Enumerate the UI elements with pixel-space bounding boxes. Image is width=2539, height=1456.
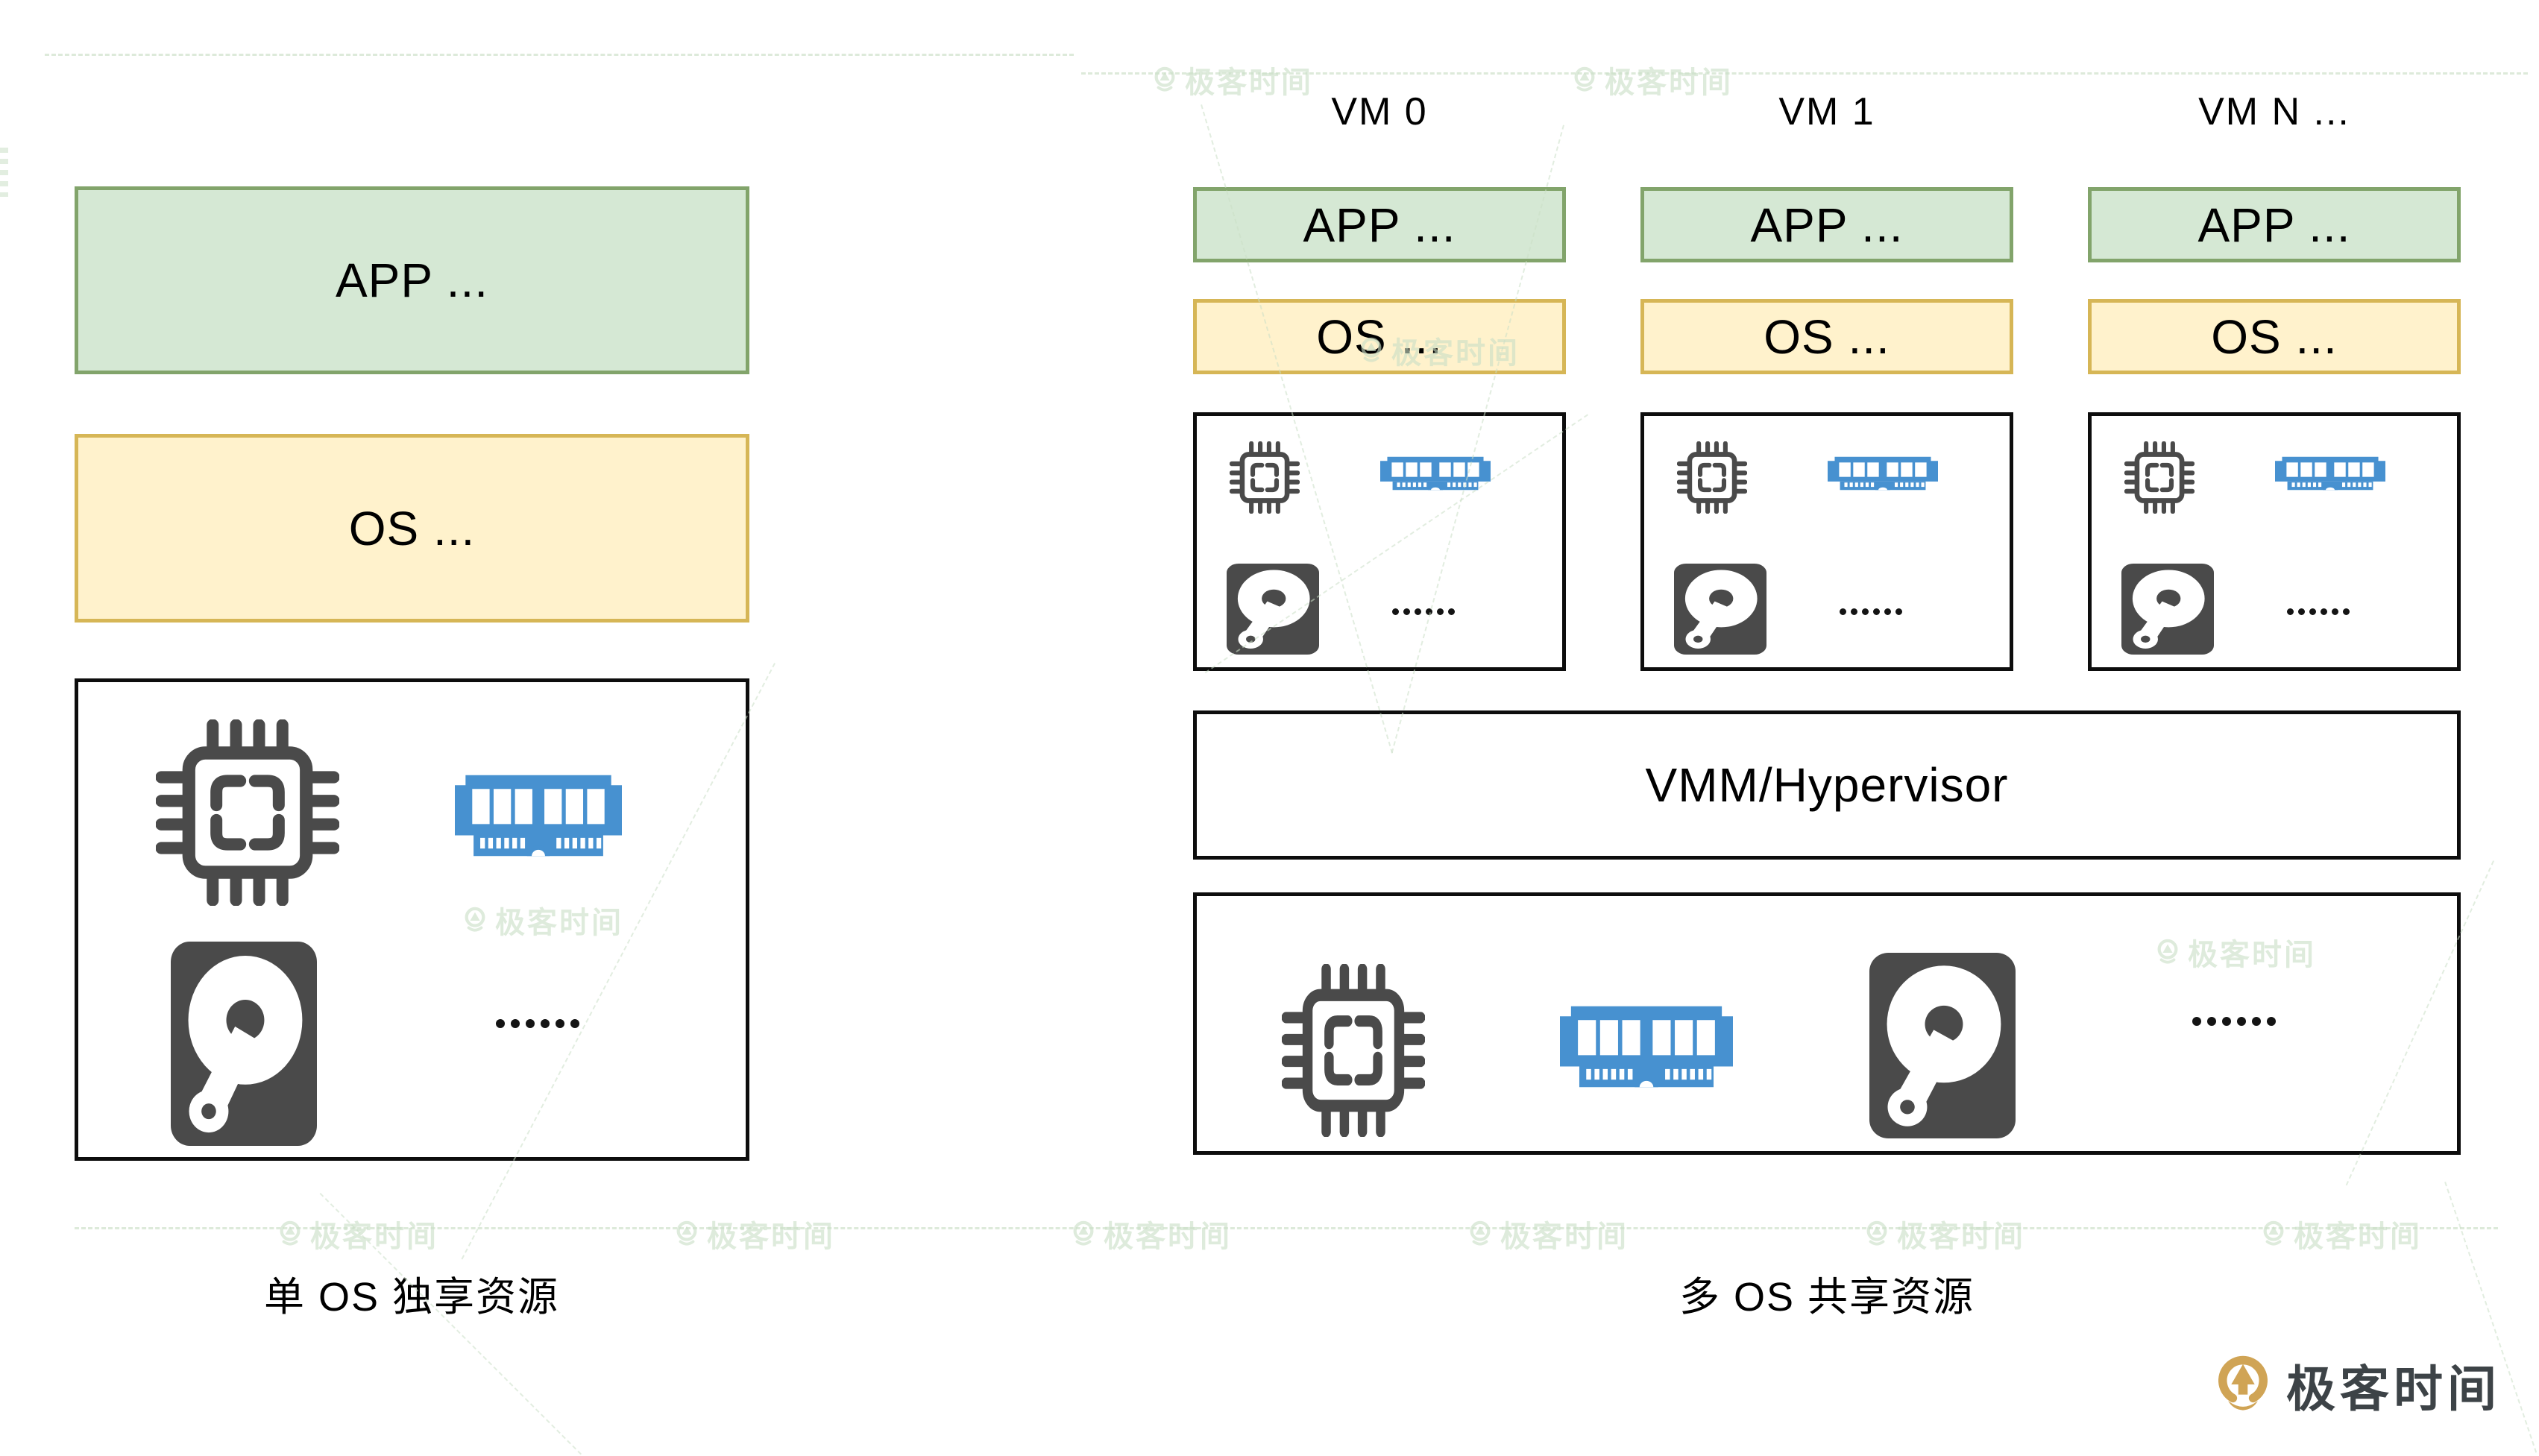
watermark-text: 极客时间 [1500, 1220, 1629, 1253]
watermark-text: 极客时间 [707, 1220, 835, 1253]
watermark-dash-row [45, 54, 1074, 56]
ram-icon [1560, 1006, 1733, 1088]
watermark-logo-icon [280, 1220, 301, 1246]
vm0-os-box: OS ... [1193, 299, 1566, 374]
watermark: 极客时间 [1864, 1212, 2025, 1255]
watermark-logo-icon [1866, 1220, 1887, 1246]
watermark-logo-icon [2263, 1220, 2284, 1246]
vmn-virtual-hardware-box [2088, 412, 2461, 671]
watermark: 极客时间 [1467, 1212, 1629, 1255]
watermark-dash-row [1081, 72, 2528, 75]
left-app-label: APP ... [335, 253, 489, 307]
geektime-logo-icon [2218, 1355, 2268, 1411]
disk-icon [1674, 564, 1766, 655]
watermark-dash-row [75, 1227, 2498, 1229]
ellipsis-dots [2192, 1017, 2276, 1026]
vm0-app-label: APP ... [1303, 198, 1456, 252]
shared-hardware-box [1193, 892, 2461, 1155]
watermark-diagonal [319, 1193, 582, 1455]
left-os-box: OS ... [75, 434, 749, 623]
ram-icon [2275, 456, 2385, 491]
vmm-hypervisor-box: VMM/Hypervisor [1193, 710, 2461, 860]
cpu-icon [1230, 441, 1300, 514]
cpu-icon [2124, 441, 2195, 514]
disk-icon [1227, 564, 1319, 655]
vm0-app-box: APP ... [1193, 187, 1566, 262]
vmn-header: VM N ... [2198, 90, 2350, 133]
cpu-icon [156, 719, 339, 906]
watermark-text: 极客时间 [2294, 1220, 2422, 1253]
left-caption: 单 OS 独享资源 [263, 1274, 560, 1320]
vm1-header: VM 1 [1778, 90, 1875, 133]
cpu-icon [1282, 964, 1425, 1137]
vm1-app-box: APP ... [1640, 187, 2013, 262]
watermark-logo-icon [676, 1220, 697, 1246]
ellipsis-dots [496, 1019, 579, 1028]
watermark-logo-icon [1073, 1220, 1094, 1246]
watermark-text: 极客时间 [1897, 1220, 2025, 1253]
geektime-logo-text: 极客时间 [2286, 1361, 2501, 1416]
watermark-text: 极客时间 [1104, 1220, 1232, 1253]
vm1-os-label: OS ... [1764, 309, 1890, 364]
vmm-hypervisor-label: VMM/Hypervisor [1645, 758, 2009, 812]
watermark: 极客时间 [674, 1212, 835, 1255]
ellipsis-dots [2287, 608, 2350, 615]
ellipsis-dots [1392, 608, 1455, 615]
ram-icon [1380, 456, 1491, 491]
ellipsis-dots [1840, 608, 1902, 615]
vm1-app-label: APP ... [1750, 198, 1904, 252]
vm0-header: VM 0 [1331, 90, 1428, 133]
ram-icon [1828, 456, 1938, 491]
vmn-app-label: APP ... [2197, 198, 2351, 252]
watermark: 极客时间 [277, 1212, 438, 1255]
vm1-virtual-hardware-box [1640, 412, 2013, 671]
cpu-icon [1677, 441, 1747, 514]
disk-icon [1869, 953, 2016, 1138]
disk-icon [2121, 564, 2214, 655]
vmn-os-label: OS ... [2211, 309, 2338, 364]
vmn-app-box: APP ... [2088, 187, 2461, 262]
watermark-logo-icon [1574, 66, 1595, 92]
watermark-logo-icon [1154, 66, 1175, 92]
watermark-logo-icon [1470, 1220, 1491, 1246]
vm1-os-box: OS ... [1640, 299, 2013, 374]
watermark: 极客时间 [1071, 1212, 1232, 1255]
left-app-box: APP ... [75, 186, 749, 374]
disk-icon [171, 942, 317, 1146]
vmn-os-box: OS ... [2088, 299, 2461, 374]
watermark-edge-fragment [0, 148, 8, 197]
right-caption: 多 OS 共享资源 [1678, 1274, 1975, 1320]
geektime-logo: 极客时间 [2212, 1346, 2501, 1421]
left-os-label: OS ... [348, 501, 476, 555]
left-hardware-box [75, 678, 749, 1161]
watermark: 极客时间 [2261, 1212, 2422, 1255]
vm0-os-label: OS ... [1316, 309, 1443, 364]
ram-icon [455, 775, 622, 857]
vm0-virtual-hardware-box [1193, 412, 1566, 671]
